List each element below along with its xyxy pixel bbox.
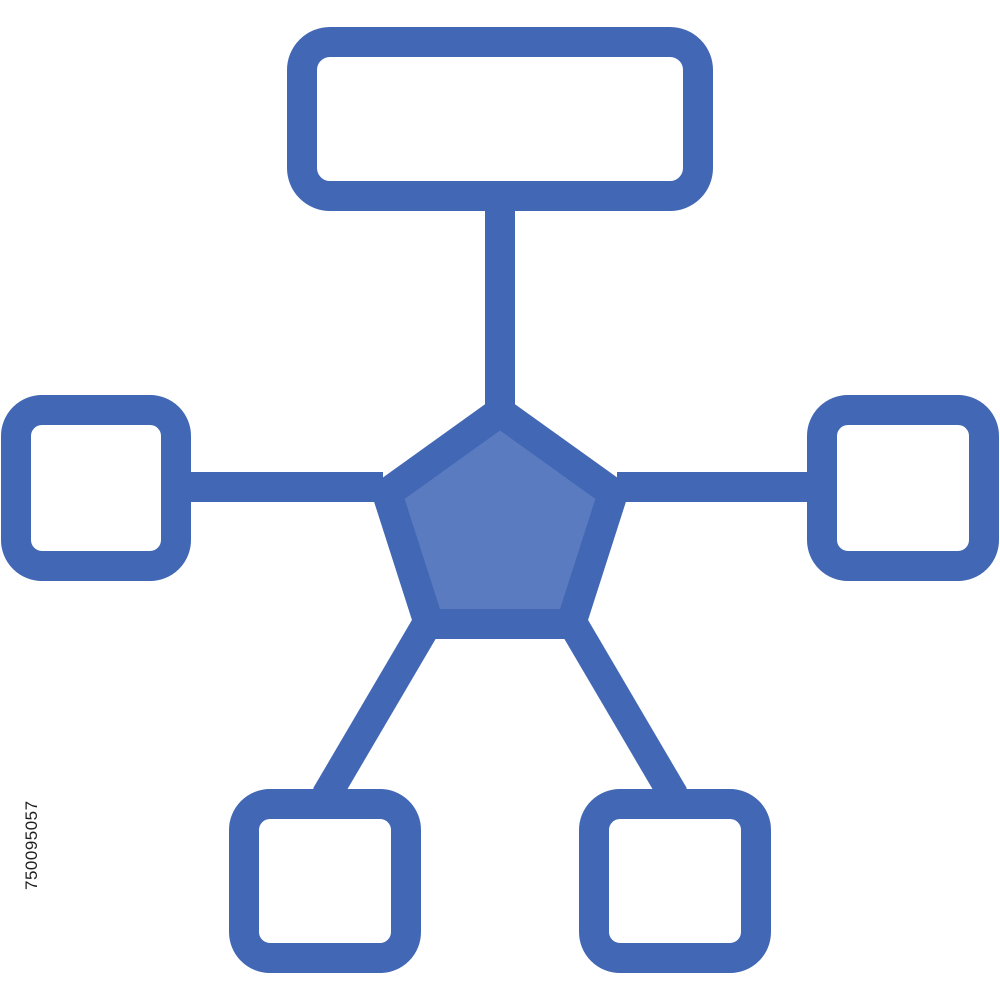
connector-bottom-left — [313, 616, 440, 804]
center-hub-pentagon — [372, 397, 628, 639]
top-node-box — [287, 27, 713, 211]
bottom-left-node-box — [229, 789, 421, 973]
connector-bottom-right — [560, 616, 687, 804]
connector-lines — [188, 206, 812, 804]
bottom-right-node-box — [579, 789, 771, 973]
left-node-box — [1, 395, 191, 581]
stock-id-watermark: 750095057 — [22, 800, 41, 890]
right-node-box — [807, 395, 999, 581]
